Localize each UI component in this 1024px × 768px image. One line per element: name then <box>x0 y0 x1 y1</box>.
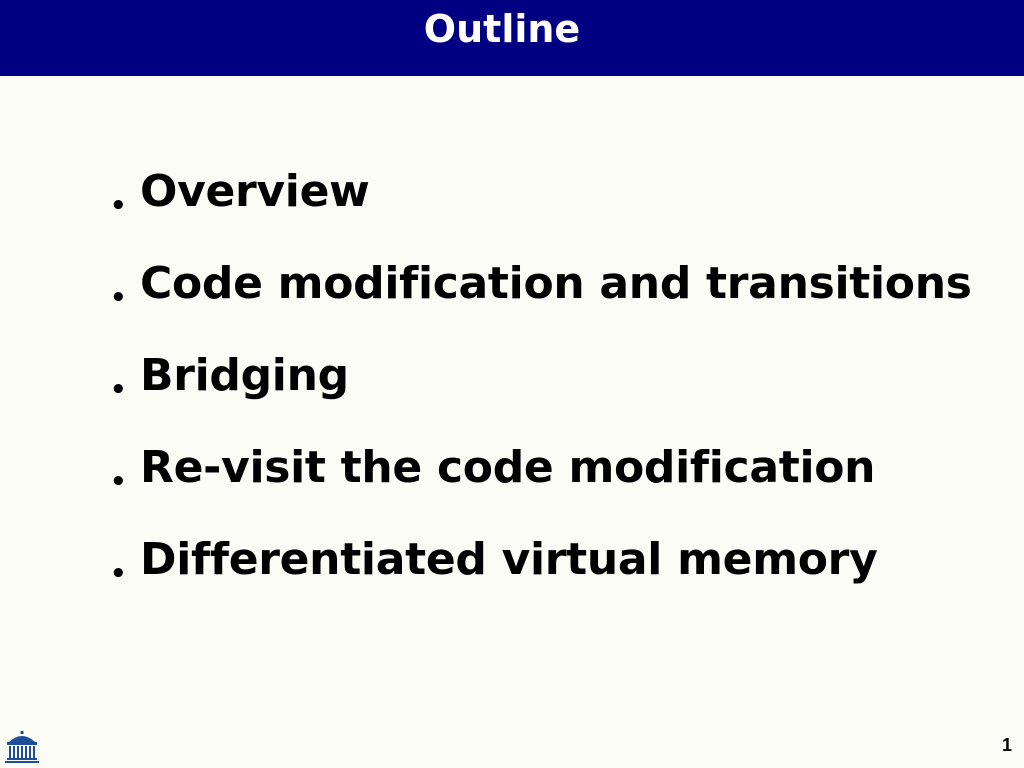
bullet-dot: • <box>110 283 127 313</box>
bullet-text: Overview <box>140 166 370 217</box>
bullet-dot: • <box>110 375 127 405</box>
rotunda-logo-icon <box>4 728 40 764</box>
bullet-text: Bridging <box>140 350 349 401</box>
slide-title: Outline <box>423 7 581 51</box>
bullet-text: Code modification and transitions <box>140 258 972 309</box>
title-bar: Outline <box>0 0 1024 76</box>
bullet-text: Differentiated virtual memory <box>140 534 878 585</box>
bullet-dot: • <box>110 467 127 497</box>
page-number: 1 <box>1001 735 1012 755</box>
bullet-text: Re-visit the code modification <box>140 442 876 493</box>
bullet-dot: • <box>110 559 127 589</box>
bullet-dot: • <box>110 191 127 221</box>
